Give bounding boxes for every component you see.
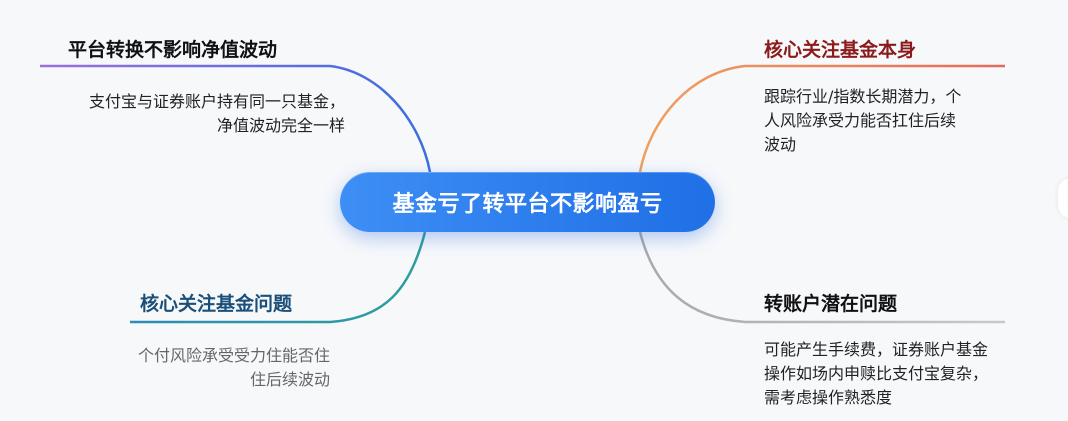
branch-title-bottom-right[interactable]: 转账户潜在问题 xyxy=(764,293,898,315)
edge-handle[interactable] xyxy=(1058,178,1068,218)
branch-line: 可能产生手续费，证券账户基金 xyxy=(764,340,989,359)
branch-line: 个付风险承受受力住能否住 xyxy=(137,346,330,365)
branch-line: 人风险承受力能否扛住后续 xyxy=(764,111,957,130)
central-node-label: 基金亏了转平台不影响盈亏 xyxy=(392,192,663,217)
branch-body-bottom-right: 可能产生手续费，证券账户基金 操作如场内申赎比支付宝复杂， 需考虑操作熟悉度 xyxy=(764,338,1064,410)
connector-bottom-right xyxy=(638,231,1005,324)
branch-body-top-left: 支付宝与证券账户持有同一只基金， 净值波动完全一样 xyxy=(15,90,345,138)
branch-line: 住后续波动 xyxy=(249,370,330,389)
branch-line: 净值波动完全一样 xyxy=(216,116,345,135)
branch-body-bottom-left: 个付风险承受受力住能否住 住后续波动 xyxy=(60,344,330,392)
branch-title-top-right[interactable]: 核心关注基金本身 xyxy=(764,39,917,61)
central-node[interactable]: 基金亏了转平台不影响盈亏 xyxy=(340,172,715,232)
branch-line: 操作如场内申赎比支付宝复杂， xyxy=(764,364,989,383)
branch-line: 波动 xyxy=(764,135,797,154)
connector-top-right xyxy=(638,64,1005,173)
branch-title-bottom-left[interactable]: 核心关注基金问题 xyxy=(140,293,293,315)
branch-title-top-left[interactable]: 平台转换不影响净值波动 xyxy=(68,39,278,61)
branch-line: 需考虑操作熟悉度 xyxy=(764,388,893,407)
connector-bottom-left xyxy=(130,231,427,324)
connector-top-left xyxy=(40,64,432,173)
branch-line: 跟踪行业/指数长期潜力，个 xyxy=(764,87,962,106)
branch-body-top-right: 跟踪行业/指数长期潜力，个 人风险承受力能否扛住后续 波动 xyxy=(764,85,1034,157)
branch-line: 支付宝与证券账户持有同一只基金， xyxy=(88,92,345,111)
